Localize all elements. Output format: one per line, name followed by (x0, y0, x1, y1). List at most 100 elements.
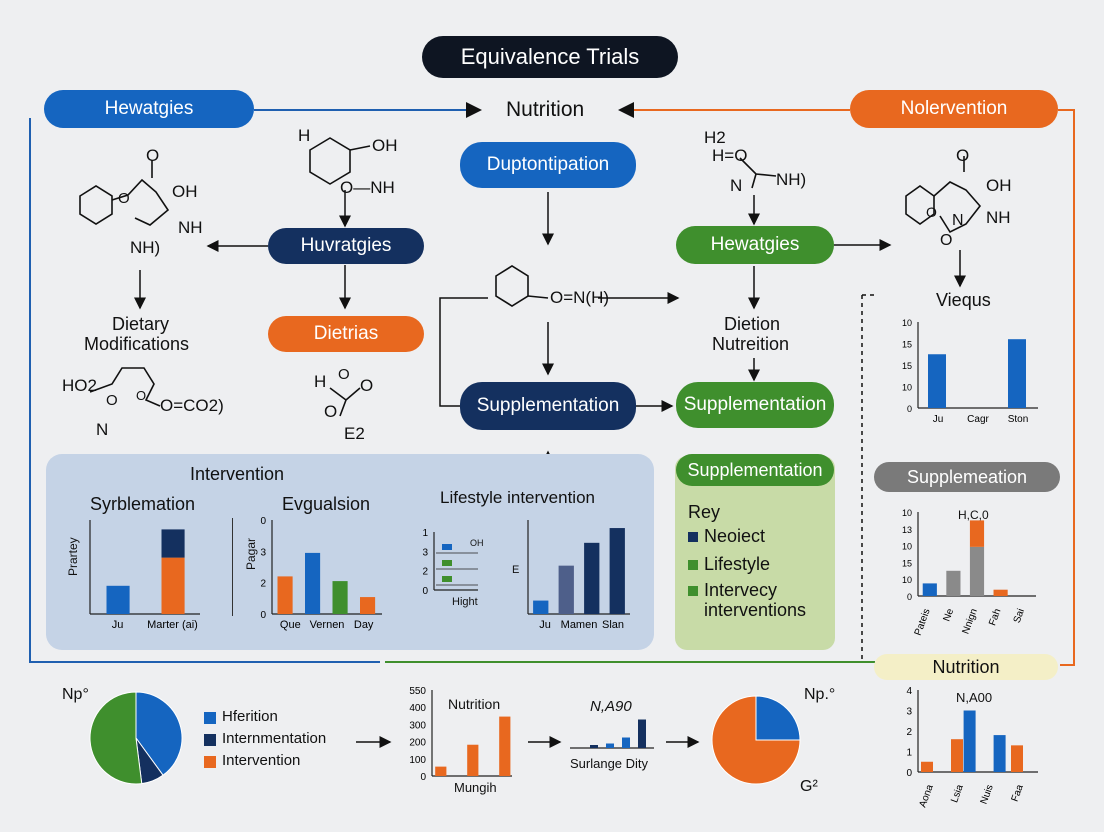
legend-swatch (204, 756, 216, 768)
intervention-panel (46, 454, 654, 650)
mol-label: NH) (776, 170, 807, 189)
mol-label: O (136, 388, 147, 403)
center-supplementation-pill: Supplementation (460, 382, 636, 430)
nutri-tick-label: 200 (409, 738, 426, 749)
legend-item: Intervecy (704, 580, 778, 600)
mol-label: O—NH (340, 178, 395, 197)
viequs-category-label: Cagr (967, 414, 989, 425)
sub3-small: OH (470, 538, 484, 548)
life-mini-tick-label: 3 (422, 547, 428, 558)
mol-label: N (952, 212, 964, 229)
legend-swatch (688, 560, 698, 570)
viequs-tick-label: 10 (902, 318, 912, 328)
far-right-cream-pill: Nutrition (874, 654, 1058, 680)
bottom-chart-title: Nutrition (448, 696, 501, 712)
evg-bar (332, 581, 348, 614)
mol-label: N (96, 420, 109, 439)
life-mini-tick-label: 2 (422, 567, 428, 578)
evg-category-label: Vernen (310, 619, 345, 631)
na00-tick-label: 2 (906, 727, 912, 738)
legend-item: interventions (704, 600, 807, 620)
top-nutrition-label: Nutrition (506, 98, 585, 121)
mol-label: O (118, 190, 130, 207)
hc0-bar (946, 570, 961, 596)
hc0-category-label: Fah (987, 607, 1003, 627)
viequs-bar (1008, 339, 1026, 408)
life-category-label: Slan (602, 619, 624, 631)
mol-label: O (360, 376, 374, 395)
center-blue-pill: Duptontipation (460, 142, 636, 188)
hc0-category-label: Ne (942, 607, 957, 623)
bottom-legend-item: Hferition (222, 708, 278, 725)
mol-label: O (940, 232, 953, 249)
syrb-bar (161, 557, 185, 614)
life-category-label: Mamen (561, 619, 598, 631)
key-title: Rey (688, 502, 721, 522)
life-category-label: Ju (539, 619, 551, 631)
sub3-xlabel: Hight (452, 596, 478, 608)
legend-item: Lifestyle (704, 554, 771, 574)
na00-category-label: Faa (1010, 783, 1026, 803)
pie1-label: Np° (62, 686, 89, 703)
intervention-title: Intervention (190, 464, 285, 484)
na00-category-label: Nuis (979, 783, 996, 806)
mini-bar (638, 719, 646, 748)
far-right-gray-pill: Supplemeation (874, 462, 1060, 492)
hc0-bar (969, 546, 985, 596)
right-supplementation-pill-2: Supplementation (676, 454, 834, 486)
nutri-bar (435, 766, 447, 776)
mol-label: OH (172, 182, 198, 201)
mini-bar (622, 737, 630, 748)
bottom-legend-item: Intervention (222, 752, 301, 769)
na00-bar (963, 710, 976, 772)
mol-label: H (298, 126, 311, 145)
mini-xlabel: Surlange Dity (570, 756, 649, 771)
mol-label: O (338, 366, 350, 383)
evg-bar (360, 597, 376, 614)
hc0-tick-label: 10 (902, 575, 912, 585)
sub4-ylabel: E (512, 564, 520, 576)
pie1-slice (135, 691, 183, 776)
mol-label: NH) (130, 238, 161, 257)
chart3-title: N,A00 (956, 690, 993, 705)
na00-tick-label: 0 (906, 768, 912, 779)
chart2-title: H,C,0 (958, 508, 989, 522)
hc0-tick-label: 13 (902, 525, 912, 535)
hc0-tick-label: 10 (902, 508, 912, 518)
mol-label: O (106, 392, 118, 409)
top-right-pill: Nolervention (850, 90, 1058, 128)
evg-tick-label: 3 (260, 547, 266, 558)
life-mini-tick-label: 1 (422, 528, 428, 539)
sub1-title: Syrblemation (90, 494, 196, 514)
na00-bar (993, 735, 1006, 772)
evg-tick-label: 0 (260, 516, 266, 527)
legend-swatch (204, 712, 216, 724)
hc0-bar (922, 583, 937, 596)
dietion-label: Dietion (724, 314, 781, 334)
nutri-tick-label: 400 (409, 703, 426, 714)
life-mini-tick-label: 0 (422, 586, 428, 597)
viequs-tick-label: 10 (902, 383, 912, 393)
mol-label: O (324, 402, 338, 421)
sub3-title: Lifestyle intervention (440, 488, 595, 507)
mol-label: H2 (704, 128, 726, 147)
mol-label: NH (986, 208, 1011, 227)
syrb-bar (161, 529, 185, 558)
right-supplementation-pill: Supplementation (676, 382, 834, 428)
viequs-tick-label: 15 (902, 340, 912, 350)
hc0-bar (993, 589, 1008, 596)
hc0-tick-label: 0 (907, 592, 912, 602)
mini-bar (590, 745, 598, 748)
life-bar (609, 528, 625, 614)
mini-title: N,A90 (590, 698, 632, 715)
modifications-label: Modifications (84, 334, 190, 354)
na00-tick-label: 3 (906, 707, 912, 718)
viequs-tick-label: 0 (907, 404, 912, 414)
mol-label: H=O (712, 146, 748, 165)
syrb-category-label: Marter (ai) (147, 619, 198, 631)
nutri-tick-label: 100 (409, 755, 426, 766)
page-title: Equivalence Trials (422, 36, 678, 78)
mol-label: O (956, 146, 970, 165)
